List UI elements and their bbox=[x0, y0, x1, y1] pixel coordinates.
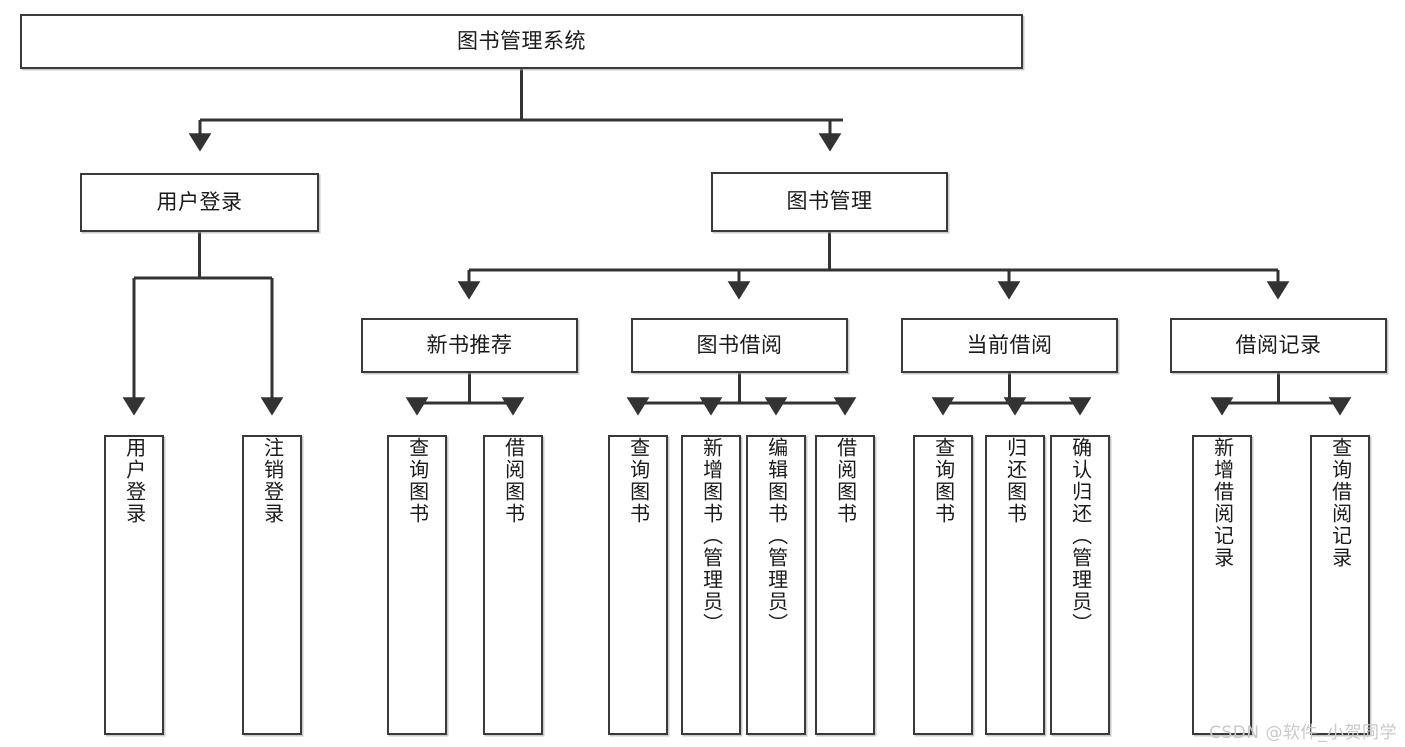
node-borrow-record[interactable]: 借阅记录 bbox=[1170, 318, 1387, 373]
node-leaf-query-record-label: 查询借阅记录 bbox=[1328, 437, 1353, 569]
node-new-book-recommend-label: 新书推荐 bbox=[426, 332, 513, 357]
node-book-manage-label: 图书管理 bbox=[786, 189, 873, 214]
connector-book-borrow-children bbox=[626, 373, 857, 416]
connector-book-manage-children bbox=[457, 232, 1290, 300]
node-leaf-query-book-cur-label: 查询图书 bbox=[931, 437, 956, 525]
csdn-watermark: CSDN @软件_小贺同学 bbox=[1209, 723, 1397, 743]
node-book-borrow-label: 图书借阅 bbox=[696, 332, 783, 357]
node-leaf-logout[interactable]: 注销登录 bbox=[242, 435, 302, 735]
node-leaf-add-book-label: 新增图书（管理员） bbox=[699, 437, 724, 635]
node-leaf-query-book-cur[interactable]: 查询图书 bbox=[913, 435, 973, 735]
node-user-login[interactable]: 用户登录 bbox=[80, 173, 319, 232]
connector-new-book-recommend-children bbox=[405, 373, 525, 416]
node-leaf-user-login[interactable]: 用户登录 bbox=[104, 435, 164, 735]
node-leaf-logout-label: 注销登录 bbox=[260, 437, 285, 525]
node-leaf-edit-book[interactable]: 编辑图书（管理员） bbox=[746, 435, 806, 735]
connector-current-borrow-children bbox=[931, 373, 1092, 416]
node-leaf-query-book-borrow-label: 查询图书 bbox=[626, 437, 651, 525]
node-leaf-return-book-label: 归还图书 bbox=[1003, 437, 1028, 525]
node-leaf-edit-book-label: 编辑图书（管理员） bbox=[764, 437, 789, 635]
node-leaf-query-record[interactable]: 查询借阅记录 bbox=[1310, 435, 1370, 735]
node-leaf-query-book-rec-label: 查询图书 bbox=[405, 437, 430, 525]
node-leaf-add-record-label: 新增借阅记录 bbox=[1210, 437, 1235, 569]
node-leaf-borrow-book-rec-label: 借阅图书 bbox=[501, 437, 526, 525]
connector-user-login-children bbox=[122, 232, 284, 416]
node-leaf-add-record[interactable]: 新增借阅记录 bbox=[1192, 435, 1252, 735]
connector-root-stem bbox=[188, 69, 843, 152]
node-leaf-return-book[interactable]: 归还图书 bbox=[985, 435, 1045, 735]
node-leaf-query-book-rec[interactable]: 查询图书 bbox=[387, 435, 447, 735]
node-leaf-borrow-book[interactable]: 借阅图书 bbox=[815, 435, 875, 735]
node-current-borrow-label: 当前借阅 bbox=[966, 332, 1053, 357]
connector-borrow-record-children bbox=[1210, 373, 1352, 416]
node-leaf-borrow-book-rec[interactable]: 借阅图书 bbox=[483, 435, 543, 735]
node-current-borrow[interactable]: 当前借阅 bbox=[901, 318, 1118, 373]
node-leaf-borrow-book-label: 借阅图书 bbox=[833, 437, 858, 525]
node-leaf-confirm-return[interactable]: 确认归还（管理员） bbox=[1050, 435, 1110, 735]
node-root-label: 图书管理系统 bbox=[457, 28, 586, 53]
node-book-manage[interactable]: 图书管理 bbox=[711, 172, 948, 232]
node-new-book-recommend[interactable]: 新书推荐 bbox=[361, 318, 578, 373]
node-leaf-add-book[interactable]: 新增图书（管理员） bbox=[681, 435, 741, 735]
node-borrow-record-label: 借阅记录 bbox=[1235, 332, 1322, 357]
node-leaf-user-login-label: 用户登录 bbox=[122, 437, 147, 525]
node-book-borrow[interactable]: 图书借阅 bbox=[631, 318, 848, 373]
node-root[interactable]: 图书管理系统 bbox=[20, 14, 1023, 69]
node-leaf-confirm-return-label: 确认归还（管理员） bbox=[1068, 437, 1093, 635]
node-leaf-query-book-borrow[interactable]: 查询图书 bbox=[608, 435, 668, 735]
node-user-login-label: 用户登录 bbox=[156, 189, 243, 214]
